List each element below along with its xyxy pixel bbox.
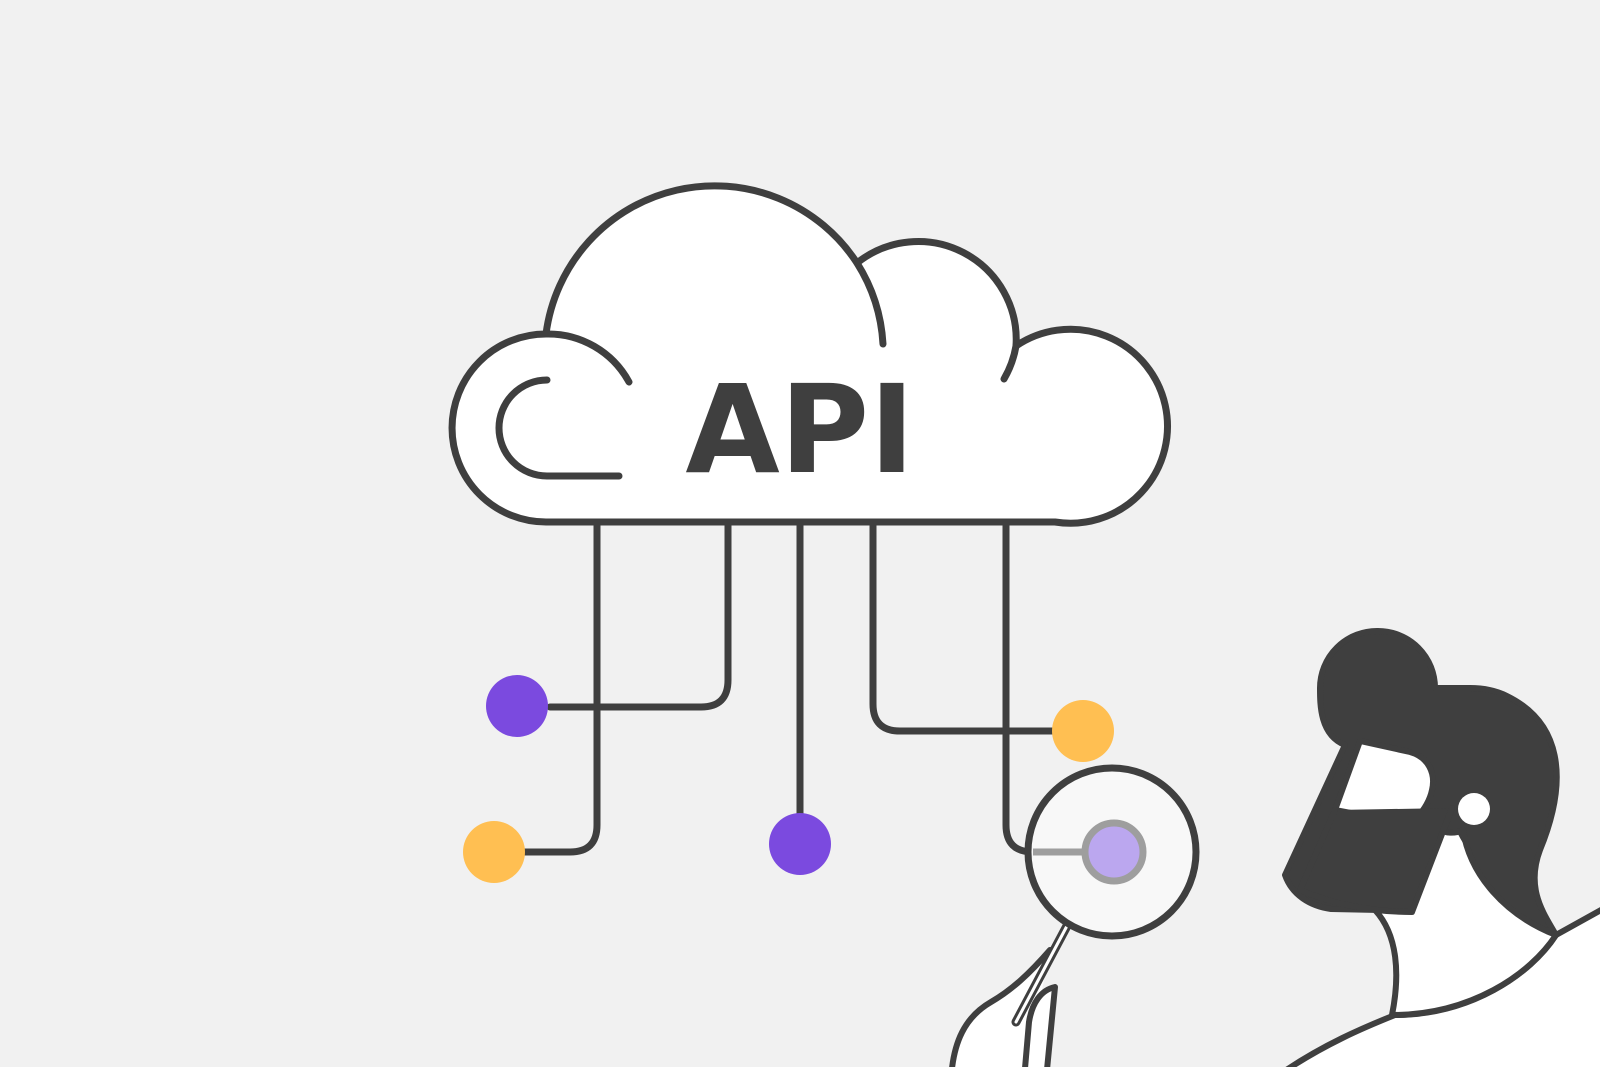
magnified-node xyxy=(1081,819,1147,885)
line-to-right-yellow-node xyxy=(869,516,1059,735)
connector-lines xyxy=(516,516,1059,856)
cloud-inner-arc-left xyxy=(542,330,633,386)
cloud-inner-arc-right xyxy=(1000,342,1020,383)
nodes xyxy=(463,675,1114,883)
cloud-icon: API xyxy=(448,182,1171,527)
hand-shape xyxy=(949,947,1058,1067)
left-purple-node xyxy=(486,675,548,737)
center-purple-node xyxy=(769,813,831,875)
cloud-inner-arc-middle xyxy=(853,259,887,348)
line-to-left-purple-node xyxy=(546,516,732,711)
person-ear xyxy=(1458,793,1490,825)
line-to-magnified-node xyxy=(1002,516,1050,856)
hand xyxy=(949,947,1058,1067)
cloud-label: API xyxy=(685,359,914,501)
bottom-left-yellow-node xyxy=(463,821,525,883)
magnifying-glass-icon xyxy=(1011,764,1200,1027)
right-yellow-node xyxy=(1052,700,1114,762)
line-to-bottom-left-node xyxy=(516,516,601,856)
person-illustration xyxy=(1282,627,1600,1067)
cloud-inner-swirl xyxy=(495,376,623,480)
magnifier-handle-inner xyxy=(1014,922,1070,1024)
person-chin xyxy=(1297,805,1455,915)
